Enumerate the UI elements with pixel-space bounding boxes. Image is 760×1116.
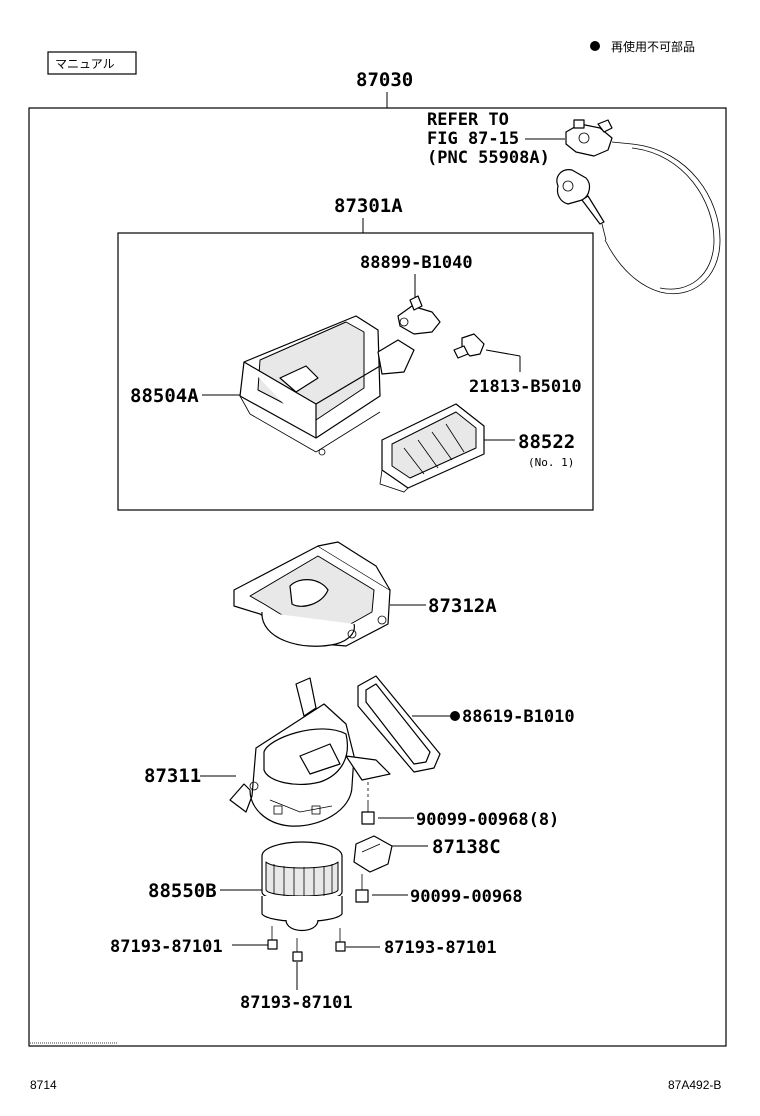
screw-87193-center — [292, 938, 303, 962]
screw-90099 — [355, 874, 369, 903]
screw-90099-8 — [361, 782, 375, 825]
sub-assembly-frame — [117, 232, 594, 511]
blower-motor-88550b — [261, 841, 343, 932]
label-88504a: 88504A — [130, 385, 199, 407]
refer-line-1: REFER TO — [427, 110, 509, 130]
label-90099-8: 90099-00968(8) — [416, 810, 559, 830]
blower-case-87312a — [233, 541, 391, 647]
manual-tag: マニュアル — [55, 57, 115, 71]
assembly-frame — [28, 107, 727, 1047]
label-88619: 88619-B1010 — [462, 707, 575, 727]
label-87193-center: 87193-87101 — [240, 993, 353, 1013]
case-88504a — [239, 315, 415, 456]
label-88550b: 88550B — [148, 880, 217, 902]
assembly-number: 87030 — [356, 69, 413, 91]
servo-cable-part — [556, 119, 721, 295]
legend-text: 再使用不可部品 — [611, 39, 695, 54]
filter-88522 — [379, 403, 485, 493]
footer-left: 8714 — [30, 1078, 57, 1092]
screw-87193-right — [335, 928, 346, 952]
sensor-88899 — [397, 295, 441, 335]
blower-case-87311 — [229, 677, 391, 827]
label-87193-left: 87193-87101 — [110, 937, 223, 957]
label-88899: 88899-B1040 — [360, 253, 473, 273]
label-87312a: 87312A — [428, 595, 497, 617]
label-88522: 88522 — [518, 431, 575, 453]
sub-assembly-number: 87301A — [334, 195, 403, 217]
gasket-88619 — [357, 675, 441, 773]
screw-87193-left — [267, 926, 278, 950]
non-reusable-bullet-icon — [590, 41, 600, 51]
refer-line-3: (PNC 55908A) — [427, 148, 550, 168]
footer-right: 87A492-B — [668, 1078, 721, 1092]
refer-line-2: FIG 87-15 — [427, 129, 519, 149]
label-90099: 90099-00968 — [410, 887, 523, 907]
label-87311: 87311 — [144, 765, 201, 787]
screw-21813 — [453, 333, 485, 359]
manual-tag-box — [47, 51, 137, 75]
label-88522-note: (No. 1) — [528, 456, 574, 469]
label-87193-right: 87193-87101 — [384, 938, 497, 958]
non-reusable-88619-icon — [450, 711, 460, 721]
label-21813: 21813-B5010 — [469, 377, 582, 397]
label-87138c: 87138C — [432, 836, 501, 858]
resistor-87138c — [353, 835, 393, 873]
